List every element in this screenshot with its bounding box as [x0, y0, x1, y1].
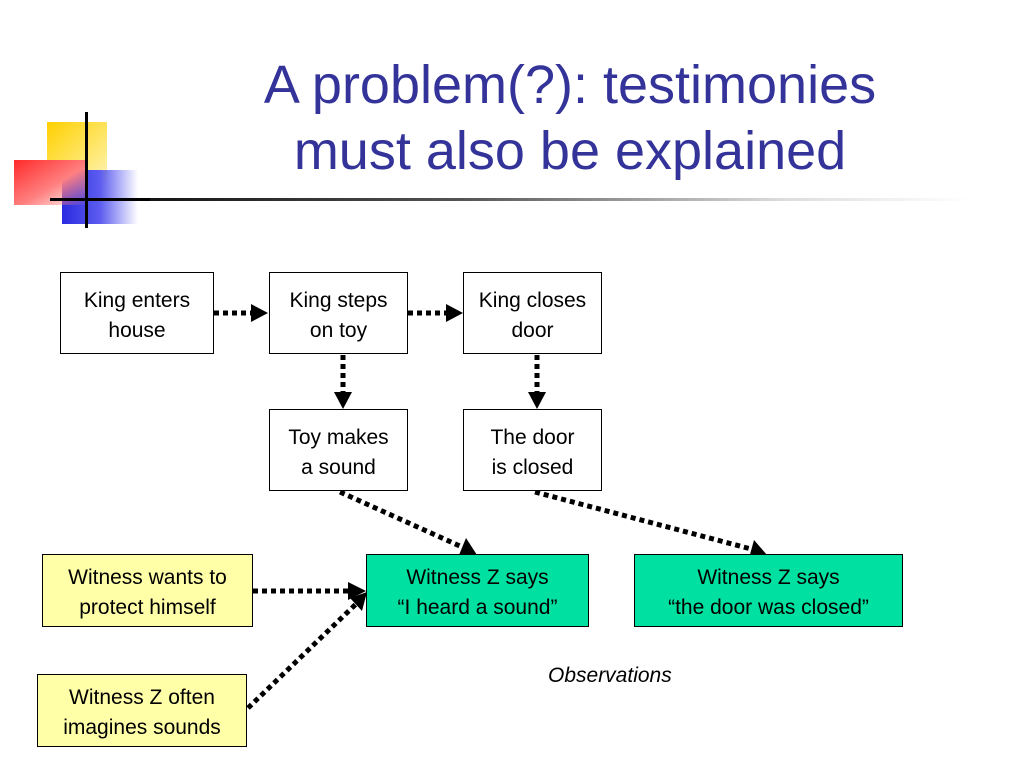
decor-horizontal-line [50, 198, 150, 201]
arrow-toy-sound-to-says-sound [338, 489, 477, 555]
observations-caption: Observations [548, 664, 672, 687]
node-king-steps-on-toy: King steps on toy [269, 272, 408, 354]
node-witness-imagines-sounds: Witness Z often imagines sounds [37, 674, 247, 747]
slide-title-line-1: A problem(?): testimonies [263, 55, 877, 115]
arrow-steps-to-toy-sound [334, 355, 352, 409]
arrow-enters-to-steps [214, 304, 268, 322]
arrow-protect-to-says-sound [253, 582, 366, 600]
node-king-enters-house: King enters house [60, 272, 214, 354]
arrow-steps-to-closes [408, 304, 463, 322]
node-witness-wants-to-protect: Witness wants to protect himself [42, 554, 253, 627]
decor-vertical-line [85, 112, 88, 228]
node-toy-makes-sound: Toy makes a sound [269, 409, 408, 491]
node-witness-says-door-closed: Witness Z says “the door was closed” [634, 554, 903, 627]
slide-title-line-2: must also be explained [293, 121, 847, 181]
title-underline [50, 198, 970, 201]
arrow-imagines-to-says-sound [246, 592, 367, 710]
node-witness-says-heard-sound: Witness Z says “I heard a sound” [366, 554, 589, 627]
node-king-closes-door: King closes door [463, 272, 602, 354]
arrow-door-closed-to-says-door [534, 489, 767, 558]
slide-title: A problem(?): testimonies must also be e… [160, 52, 980, 184]
node-door-is-closed: The door is closed [463, 409, 602, 491]
decor-red-square [14, 160, 88, 205]
arrow-closes-to-door-closed [528, 355, 546, 409]
